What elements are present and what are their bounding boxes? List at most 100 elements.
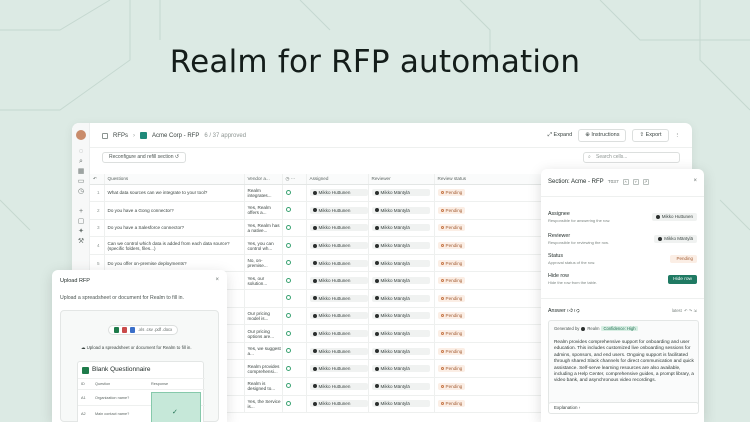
assigned-cell[interactable]: Mikko Huttunen (306, 395, 369, 414)
status-badge[interactable]: Pending (437, 259, 466, 267)
assigned-cell[interactable]: Mikko Huttunen (306, 236, 369, 255)
reviewer-pill[interactable]: Mikko Mäntylä (371, 224, 430, 232)
reviewer-cell[interactable]: Mikko Mäntylä (368, 236, 435, 255)
reviewer-cell[interactable]: Mikko Mäntylä (368, 377, 435, 396)
reviewer-pill[interactable]: Mikko Mäntylä (371, 312, 430, 320)
assignee-pill[interactable]: Mikko Huttunen (309, 400, 368, 408)
apps-icon[interactable] (102, 132, 108, 139)
assigned-cell[interactable]: Mikko Huttunen (306, 307, 369, 326)
question-cell[interactable]: What data sources can we integrate to yo… (104, 184, 245, 203)
assignee-pill[interactable]: Mikko Huttunen (309, 330, 368, 338)
assignee-pill[interactable]: Mikko Huttunen (309, 206, 368, 214)
assignee-pill[interactable]: Mikko Huttunen (309, 365, 368, 373)
assignee-pill[interactable]: Mikko Huttunen (309, 312, 368, 320)
question-cell[interactable]: Do you have a Gong connector? (104, 201, 245, 220)
col-vendor-answer[interactable]: Vendor a... (244, 174, 283, 185)
close-icon[interactable]: × (215, 277, 219, 283)
question-cell[interactable]: Do you have a Salesforce connector? (104, 219, 245, 238)
vendor-answer-cell[interactable]: Yes, we suggest a... (244, 342, 283, 361)
assignee-pill[interactable]: Mikko Huttunen (309, 382, 368, 390)
reviewer-pill[interactable]: Mikko Mäntylä (371, 400, 430, 408)
plus-icon[interactable]: + (78, 208, 84, 215)
reviewer-pill[interactable]: Mikko Mäntylä (371, 347, 430, 355)
assignee-pill[interactable]: Mikko Huttunen (309, 294, 368, 302)
assignee-pill[interactable]: Mikko Huttunen (309, 277, 368, 285)
assigned-cell[interactable]: Mikko Huttunen (306, 201, 369, 220)
explanation-toggle[interactable]: Explanation › (548, 402, 699, 414)
assignee-pill[interactable]: Mikko Huttunen (309, 224, 368, 232)
undo-icon[interactable]: ↶ (90, 174, 105, 185)
expand-button[interactable]: ⤢ Expand (547, 132, 573, 138)
reviewer-cell[interactable]: Mikko Mäntylä (368, 342, 435, 361)
reviewer-pill[interactable]: Mikko Mäntylä (371, 242, 430, 250)
vendor-answer-cell[interactable]: Our pricing options are... (244, 324, 283, 343)
vendor-answer-cell[interactable]: Yes, Realm offers a... (244, 201, 283, 220)
reviewer-pill[interactable]: Mikko Mäntylä (371, 277, 430, 285)
col-assigned[interactable]: Assigned (306, 174, 369, 185)
thumbs-down-icon[interactable]: 👎︎ (574, 308, 580, 314)
reviewer-pill[interactable]: Mikko Mäntylä (371, 189, 430, 197)
open-external-icon[interactable]: ↗ (642, 179, 649, 185)
vendor-answer-cell[interactable]: Yes, the Service is... (244, 395, 283, 414)
reconfigure-button[interactable]: Reconfigure and refill section ↺ (102, 152, 187, 163)
reviewer-cell[interactable]: Mikko Mäntylä (368, 184, 435, 203)
assigned-cell[interactable]: Mikko Huttunen (306, 359, 369, 379)
reviewer-cell[interactable]: Mikko Mäntylä (368, 359, 435, 379)
assigned-cell[interactable]: Mikko Huttunen (306, 271, 369, 291)
reviewer-pill[interactable]: Mikko Mäntylä (371, 206, 430, 214)
folder-icon[interactable]: ▭ (77, 178, 85, 185)
answer-text[interactable]: Realm provides comprehensive support for… (554, 340, 694, 384)
reviewer-cell[interactable]: Mikko Mäntylä (368, 324, 435, 343)
status-select[interactable]: Pending (670, 255, 697, 263)
history-icon[interactable]: ◷ (77, 188, 85, 195)
question-cell[interactable]: Can we control which data is added from … (104, 236, 245, 255)
file-dropzone[interactable]: .xls .csv .pdf .docx ☁ Upload a spreadsh… (60, 310, 219, 422)
reviewer-cell[interactable]: Mikko Mäntylä (368, 219, 435, 238)
reviewer-pill[interactable]: Mikko Mäntylä (371, 382, 430, 390)
answer-box[interactable]: Generated by Realm Confidence: High Real… (548, 320, 699, 406)
vendor-answer-cell[interactable]: Yes, Realm has a native... (244, 219, 283, 238)
search-icon[interactable]: ⌕ (79, 158, 83, 165)
assigned-cell[interactable]: Mikko Huttunen (306, 342, 369, 361)
instructions-button[interactable]: ⊕ Instructions (578, 129, 627, 142)
thumbs-up-icon[interactable]: 👍︎ (567, 308, 573, 314)
status-badge[interactable]: Pending (437, 365, 466, 373)
close-icon[interactable]: × (693, 178, 697, 184)
reviewer-pill[interactable]: Mikko Mäntylä (371, 294, 430, 302)
assigned-cell[interactable]: Mikko Huttunen (306, 289, 369, 308)
undo-icon[interactable]: ↶ (684, 308, 688, 313)
breadcrumb-project[interactable]: Acme Corp - RFP (152, 132, 200, 139)
status-badge[interactable]: Pending (437, 277, 466, 285)
vendor-answer-cell[interactable] (244, 289, 283, 308)
vendor-answer-cell[interactable]: No, on-premise... (244, 254, 283, 273)
assigned-cell[interactable]: Mikko Huttunen (306, 184, 369, 203)
doc-icon[interactable]: ▢ (77, 218, 85, 225)
status-badge[interactable]: Pending (437, 347, 466, 355)
status-badge[interactable]: Pending (437, 206, 466, 214)
assigned-cell[interactable]: Mikko Huttunen (306, 377, 369, 396)
answer-version[interactable]: latest (671, 308, 682, 313)
status-badge[interactable]: Pending (437, 294, 466, 302)
assigned-cell[interactable]: Mikko Huttunen (306, 324, 369, 343)
reviewer-cell[interactable]: Mikko Mäntylä (368, 201, 435, 220)
assignee-pill[interactable]: Mikko Huttunen (309, 242, 368, 250)
chat-icon[interactable]: ◌ (78, 148, 84, 155)
export-button[interactable]: ⇪ Export (632, 129, 669, 142)
grid-icon[interactable]: ▦ (77, 168, 85, 175)
reviewer-pill[interactable]: Mikko Mäntylä (371, 365, 430, 373)
more-menu-icon[interactable]: ⋮ (674, 132, 681, 139)
assigned-cell[interactable]: Mikko Huttunen (306, 254, 369, 273)
status-badge[interactable]: Pending (437, 400, 466, 408)
search-input[interactable]: ⌕ Search cells... (583, 152, 680, 163)
avatar[interactable] (76, 130, 86, 140)
reviewer-cell[interactable]: Mikko Mäntylä (368, 289, 435, 308)
assignee-pill[interactable]: Mikko Huttunen (309, 347, 368, 355)
status-badge[interactable]: Pending (437, 242, 466, 250)
assignee-pill[interactable]: Mikko Huttunen (309, 189, 368, 197)
vendor-answer-cell[interactable]: Realm is designed to... (244, 377, 283, 396)
reviewer-pill[interactable]: Mikko Mäntylä (371, 259, 430, 267)
reviewer-select[interactable]: Mikko Mäntylä (654, 235, 697, 243)
status-badge[interactable]: Pending (437, 312, 466, 320)
breadcrumb-rfps[interactable]: RFPs (113, 132, 128, 139)
